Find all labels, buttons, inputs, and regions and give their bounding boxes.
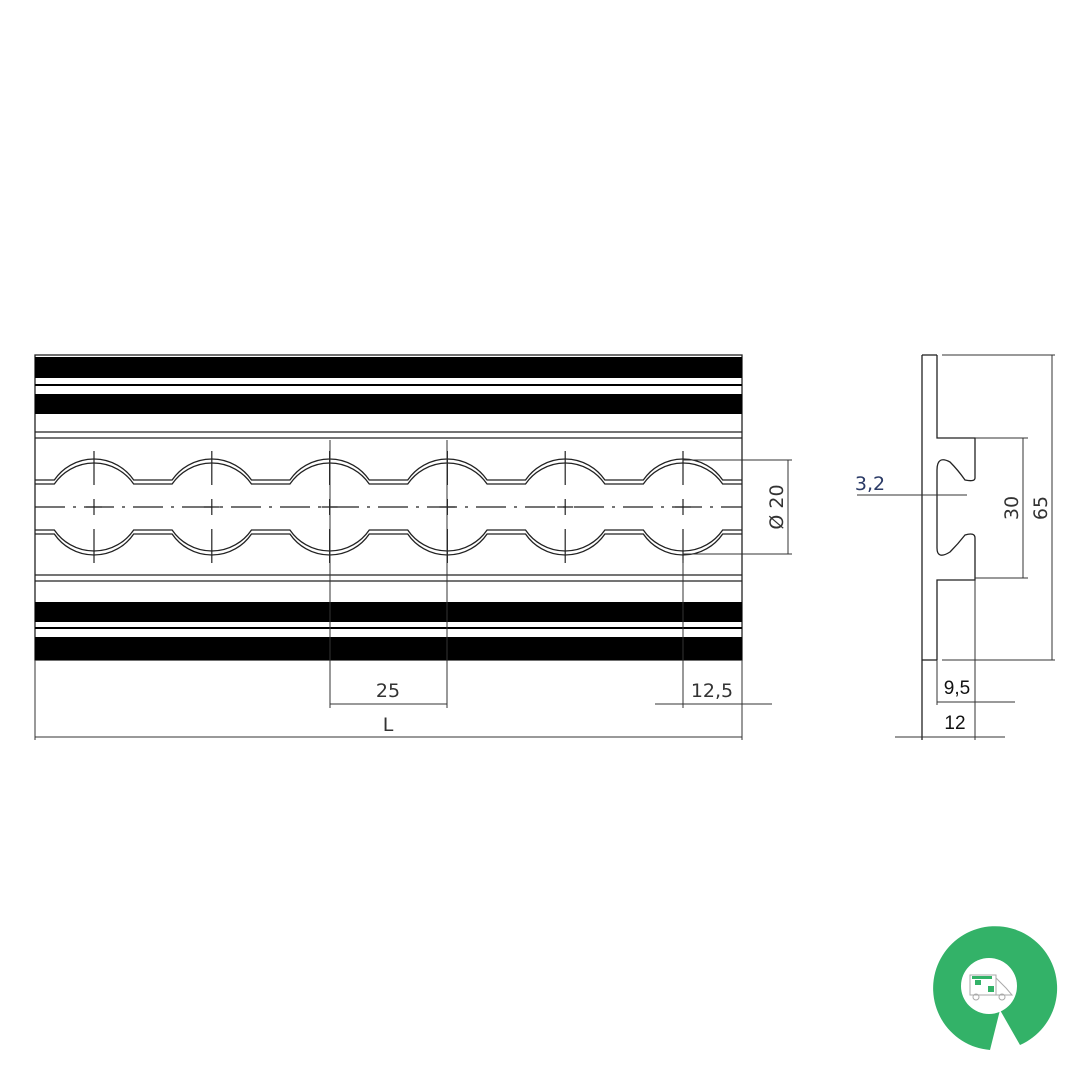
rail-band <box>35 602 742 622</box>
van-icon <box>969 974 1014 1001</box>
pitch-label: 25 <box>376 680 400 702</box>
slot-edge <box>35 529 742 552</box>
length-label: L <box>383 714 394 736</box>
hole-diameter-label: Ø 20 <box>766 484 788 529</box>
total-height-label: 65 <box>1030 496 1052 520</box>
profile-outline <box>936 355 976 660</box>
depth-inner-label: 9,5 <box>944 678 970 699</box>
wall-label: 3,2 <box>855 473 885 495</box>
brand-logo <box>933 926 1058 1050</box>
slot-height-label: 30 <box>1001 496 1023 520</box>
rail-band <box>35 627 742 629</box>
rail-band <box>35 637 742 660</box>
slot-edge <box>35 533 742 556</box>
section-view: 30 65 3,2 9,5 12 <box>855 354 1055 740</box>
depth-total-label: 12 <box>944 713 965 734</box>
front-view: 25 12,5 L Ø 20 <box>34 354 792 740</box>
end-offset-label: 12,5 <box>691 680 733 702</box>
rail-band <box>35 394 742 414</box>
rail-band <box>35 357 742 378</box>
slot-edge <box>35 462 742 485</box>
slot-edge <box>35 458 742 481</box>
rail-band <box>35 384 742 386</box>
